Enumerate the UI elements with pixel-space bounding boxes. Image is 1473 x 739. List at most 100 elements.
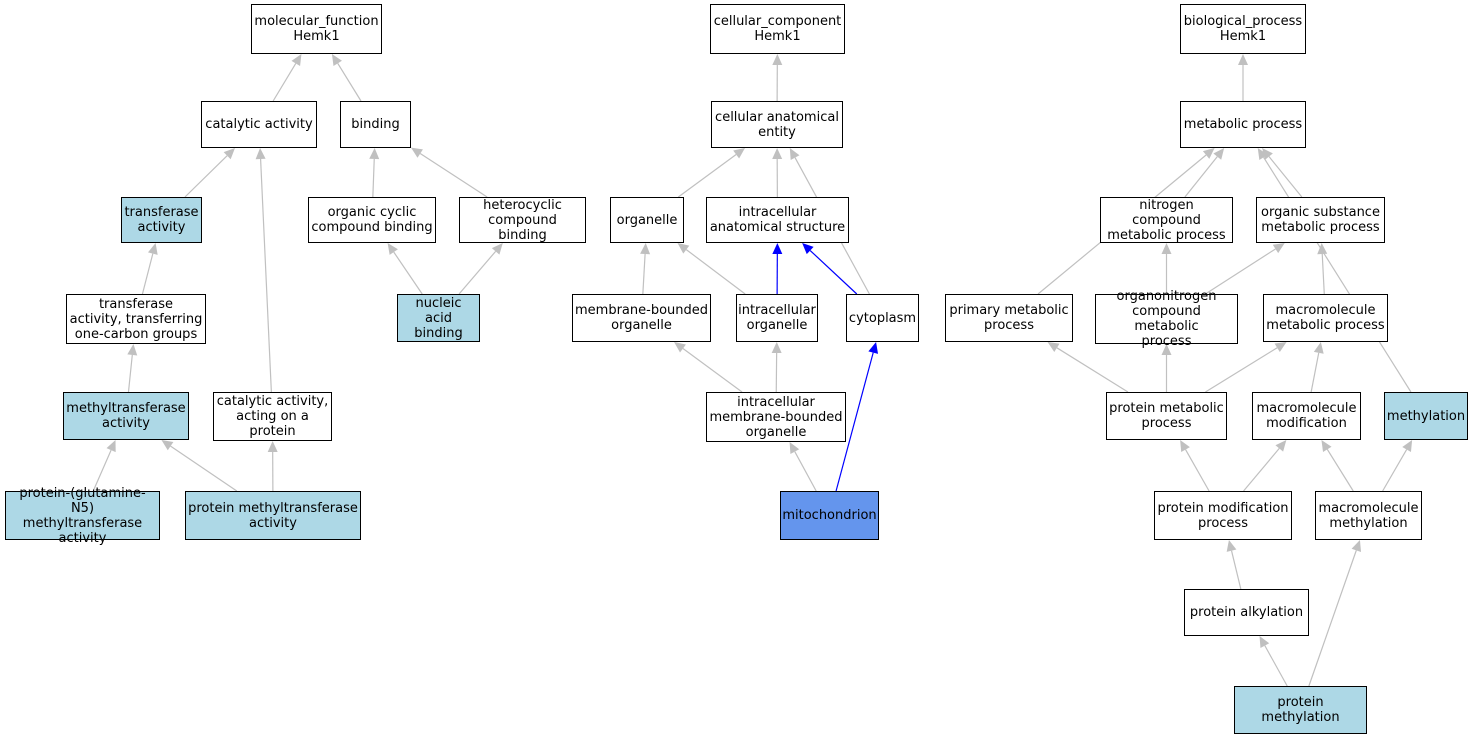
term-node-organelle[interactable]: organelle — [610, 197, 684, 243]
term-node-prot-mt[interactable]: protein methyltransferase activity — [185, 491, 361, 540]
arrowhead-organelle-to-cae — [733, 148, 746, 159]
term-node-methyltransferase[interactable]: methyltransferase activity — [63, 392, 189, 440]
edge-nucleic_acid-to-heterocyclic — [458, 250, 497, 295]
arrowhead-ias-to-cae — [772, 148, 783, 160]
arrowhead-mbo-to-organelle — [640, 243, 651, 255]
edge-pmod-to-mmod — [1243, 448, 1280, 492]
term-node-catalytic[interactable]: catalytic activity — [201, 101, 317, 148]
term-node-io[interactable]: intracellular organelle — [736, 294, 818, 342]
term-node-bp-root[interactable]: biological_process Hemk1 — [1180, 4, 1306, 54]
arrowhead-palk-to-pmod — [1226, 540, 1237, 552]
arrowhead-mmod-to-mmp — [1313, 342, 1324, 354]
term-node-mbo[interactable]: membrane-bounded organelle — [572, 294, 711, 342]
term-node-ncmp[interactable]: nitrogen compound metabolic process — [1100, 197, 1233, 243]
arrowhead-heterocyclic-to-binding — [411, 147, 423, 158]
arrowhead-mito-to-cytoplasm — [868, 342, 879, 354]
edge-heterocyclic-to-binding — [419, 153, 488, 198]
arrowhead-nucleic_acid-to-heterocyclic — [491, 243, 503, 255]
arrowhead-ncmp-to-metabolic — [1213, 148, 1225, 160]
arrowhead-pmeth-to-mmeth — [1351, 540, 1362, 553]
arrowhead-methylation-to-metabolic — [1257, 148, 1268, 160]
arrowhead-metabolic-to-bp_root — [1238, 54, 1248, 65]
edge-imbo-to-mbo — [682, 348, 743, 393]
edge-pmod-to-protmp — [1185, 449, 1210, 492]
edge-binding-to-mf_root — [337, 63, 362, 102]
term-node-metabolic[interactable]: metabolic process — [1180, 101, 1306, 148]
edge-mbo-to-organelle — [642, 253, 646, 295]
arrowhead-transferase-to-catalytic — [223, 148, 236, 160]
term-node-nucleic-acid[interactable]: nucleic acid binding — [397, 294, 480, 342]
edge-catalytic-to-mf_root — [272, 63, 297, 102]
arrowhead-oncmp-to-ncmp — [1161, 243, 1172, 254]
arrowhead-prot_mt-to-catalytic_protein — [267, 441, 278, 453]
edge-palk-to-pmod — [1230, 550, 1242, 590]
arrowhead-pmp-to-metabolic — [1202, 148, 1215, 159]
arrowhead-protmp-to-mmp — [1274, 342, 1287, 353]
term-node-cae[interactable]: cellular anatomical entity — [711, 101, 843, 148]
term-node-protmp[interactable]: protein metabolic process — [1106, 392, 1227, 440]
term-node-imbo[interactable]: intracellular membrane-bounded organelle — [706, 392, 846, 442]
edge-mmeth-to-methylation — [1382, 449, 1408, 492]
arrowhead-mmeth-to-mmod — [1321, 440, 1332, 452]
term-node-mmp[interactable]: macromolecule metabolic process — [1263, 294, 1388, 342]
arrowhead-oncmp-to-osmp — [1272, 243, 1285, 254]
term-node-oncmp[interactable]: organonitrogen compound metabolic proces… — [1095, 289, 1238, 349]
arrowhead-nucleic_acid-to-organic_cyclic — [387, 243, 398, 255]
edge-cytoplasm-to-ias — [809, 250, 858, 295]
arrowhead-catalytic_protein-to-catalytic — [255, 148, 266, 160]
arrowhead-mmp-to-osmp — [1317, 243, 1328, 255]
arrowhead-pmeth-to-palk — [1259, 636, 1270, 649]
term-node-organic-cyclic[interactable]: organic cyclic compound binding — [308, 197, 436, 243]
edge-transferase-to-catalytic — [184, 155, 228, 198]
term-node-transferase[interactable]: transferase activity — [121, 197, 202, 243]
term-node-transferase-onec[interactable]: transferase activity, transferring one-c… — [66, 294, 206, 344]
term-node-palk[interactable]: protein alkylation — [1184, 589, 1309, 636]
edge-prot_glut-to-methyltransferase — [92, 449, 112, 492]
edge-nucleic_acid-to-organic_cyclic — [393, 251, 423, 295]
arrowhead-io-to-organelle — [677, 243, 690, 254]
term-node-pmp[interactable]: primary metabolic process — [945, 294, 1073, 342]
arrowhead-catalytic-to-mf_root — [291, 54, 302, 67]
edge-io-to-organelle — [685, 249, 746, 295]
arrowhead-protmp-to-oncmp — [1161, 344, 1172, 355]
term-node-ias[interactable]: intracellular anatomical structure — [706, 197, 849, 243]
arrowhead-osmp-to-metabolic — [1262, 148, 1273, 160]
arrowhead-pmod-to-protmp — [1180, 440, 1190, 453]
arrowhead-cytoplasm-to-ias — [802, 243, 814, 255]
term-node-mito[interactable]: mitochondrion — [780, 491, 879, 540]
arrowhead-prot_glut-to-methyltransferase — [106, 440, 116, 453]
edge-pmeth-to-palk — [1264, 645, 1288, 687]
arrowhead-protmp-to-pmp — [1047, 342, 1060, 353]
edge-mito-to-imbo — [794, 451, 817, 492]
term-node-cc-root[interactable]: cellular_component Hemk1 — [710, 4, 845, 54]
edge-mmp-to-osmp — [1321, 253, 1325, 295]
edge-protmp-to-mmp — [1205, 347, 1278, 393]
term-node-catalytic-protein[interactable]: catalytic activity, acting on a protein — [213, 392, 332, 441]
term-node-mmod[interactable]: macromolecule modification — [1252, 392, 1361, 440]
edge-ncmp-to-metabolic — [1184, 156, 1218, 198]
term-node-mf-root[interactable]: molecular_function Hemk1 — [251, 4, 382, 54]
edge-catalytic_protein-to-catalytic — [259, 158, 272, 393]
edge-methyltransferase-to-transferase_onec — [127, 354, 133, 393]
term-node-pmeth[interactable]: protein methylation — [1234, 686, 1367, 734]
edge-organic_cyclic-to-binding — [372, 158, 375, 198]
term-node-osmp[interactable]: organic substance metabolic process — [1256, 197, 1385, 243]
edge-mmeth-to-mmod — [1326, 449, 1354, 492]
edge-organelle-to-cae — [677, 154, 737, 198]
edge-oncmp-to-osmp — [1205, 248, 1276, 295]
term-node-cytoplasm[interactable]: cytoplasm — [846, 294, 919, 342]
term-node-methylation[interactable]: methylation — [1384, 392, 1468, 440]
term-node-pmod[interactable]: protein modification process — [1154, 491, 1292, 540]
arrowhead-pmod-to-mmod — [1275, 440, 1287, 452]
edge-prot_mt-to-methyltransferase — [170, 445, 238, 492]
arrowhead-transferase_onec-to-transferase — [147, 243, 158, 255]
term-node-mmeth[interactable]: macromolecule methylation — [1315, 491, 1422, 540]
term-node-binding[interactable]: binding — [340, 101, 411, 148]
term-node-heterocyclic[interactable]: heterocyclic compound binding — [459, 197, 586, 243]
term-node-prot-glut[interactable]: protein-(glutamine-N5) methyltransferase… — [5, 486, 160, 546]
arrowhead-organic_cyclic-to-binding — [369, 148, 380, 160]
arrowhead-binding-to-mf_root — [331, 54, 342, 66]
arrowhead-io-to-ias — [772, 243, 783, 255]
